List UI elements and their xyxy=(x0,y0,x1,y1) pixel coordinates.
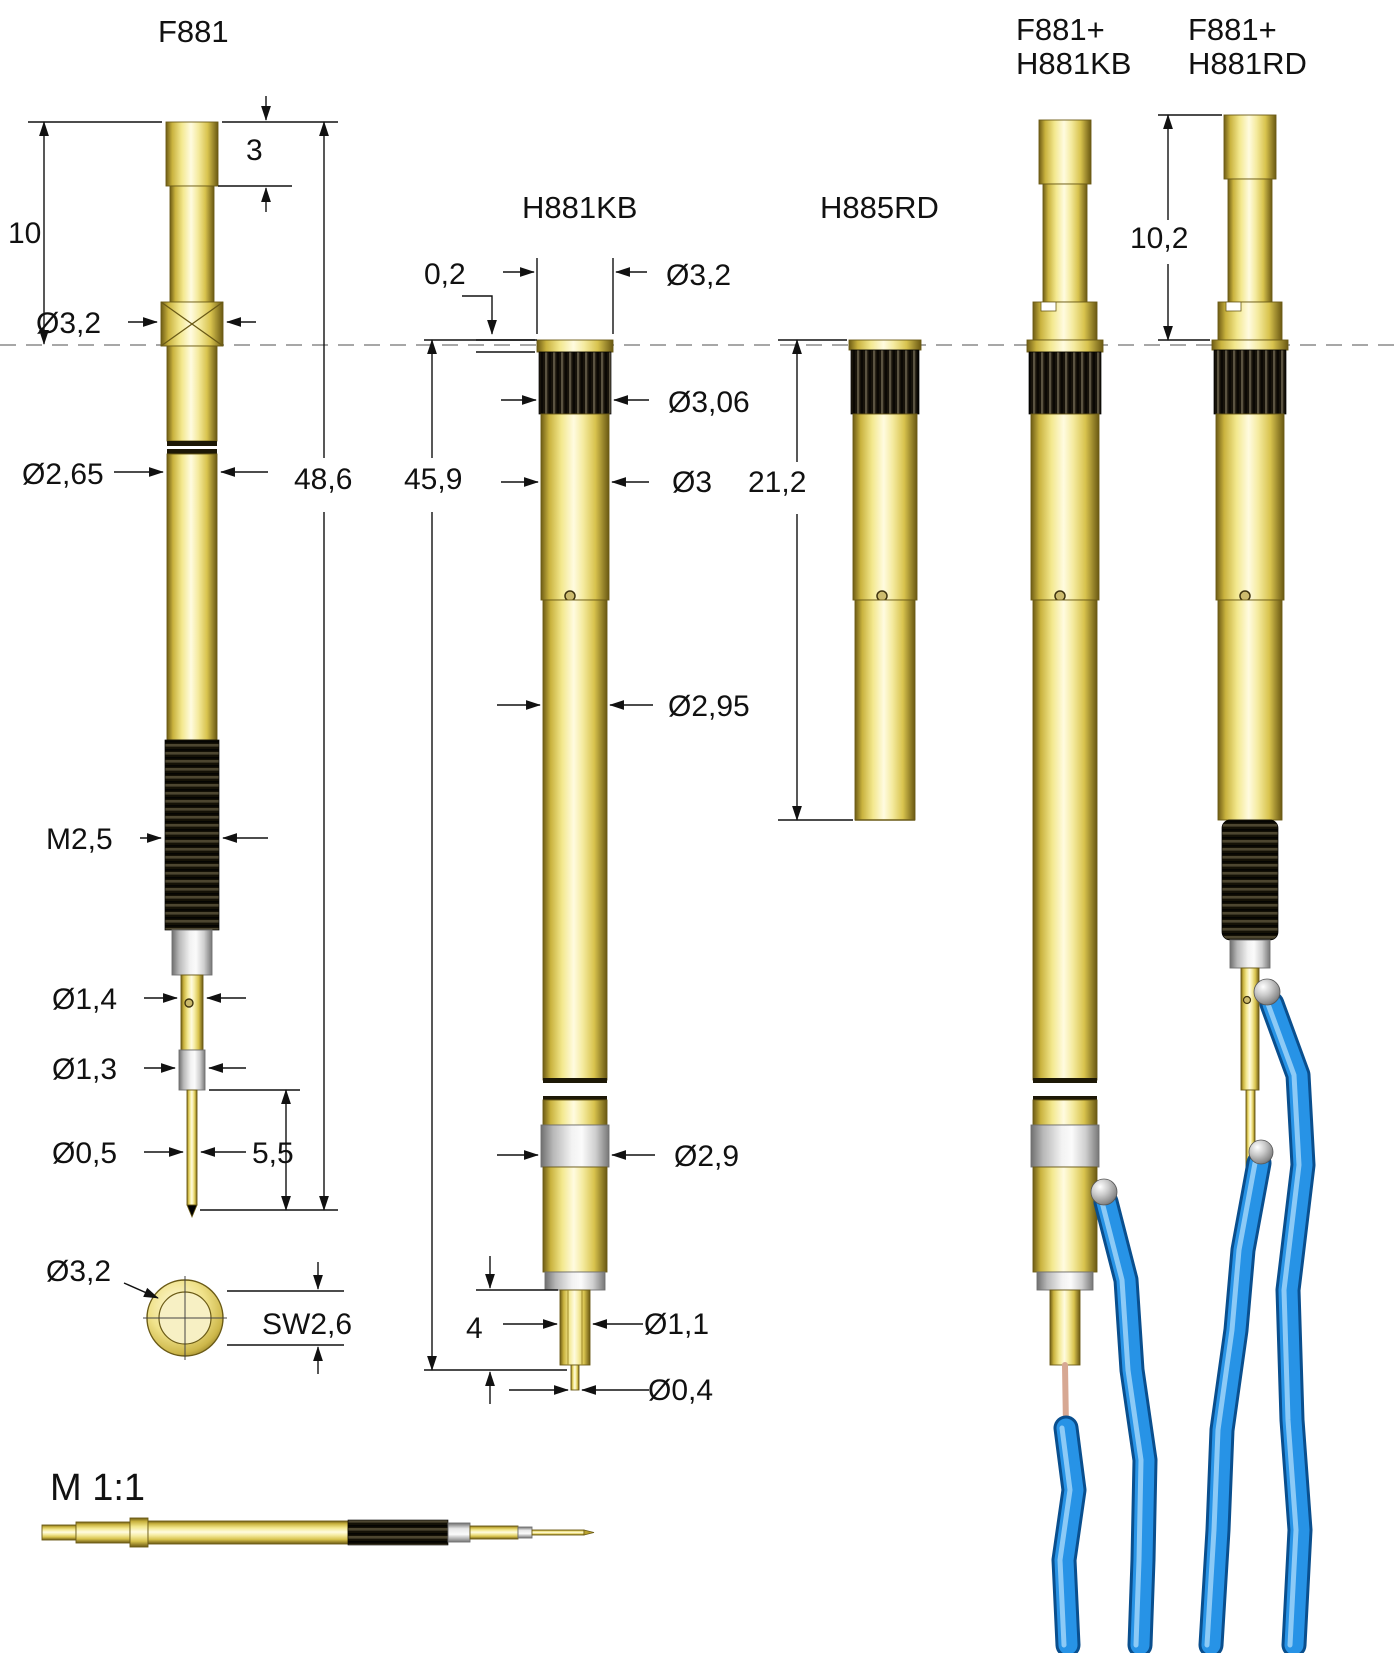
f881-ferrule-upper xyxy=(171,929,213,976)
combo-rd-dimensions: 10,2 xyxy=(1130,114,1222,341)
combo-kb-drawing xyxy=(1026,119,1158,1653)
label-combo-kb-line2: H881KB xyxy=(1016,46,1131,81)
dim-h885rd-total-len: 21,2 xyxy=(748,466,806,499)
dim-f881-dia13: Ø1,3 xyxy=(52,1053,117,1086)
dim-h881kb-sleeve-dia: Ø2,9 xyxy=(674,1140,739,1173)
dim-f881-total-len: 48,6 xyxy=(294,463,352,496)
combo-rd-bellows xyxy=(1221,819,1279,941)
f881-neck xyxy=(169,185,215,303)
h885rd-body-lower xyxy=(854,599,916,821)
dim-f881-dia14: Ø1,4 xyxy=(52,983,117,1016)
label-combo-kb-line1: F881+ xyxy=(1016,12,1105,47)
dim-h881kb-flange-height: 0,2 xyxy=(424,258,466,291)
label-h885rd: H885RD xyxy=(820,190,939,225)
h881kb-knurl xyxy=(538,351,612,415)
dim-h881kb-knurl-dia: Ø3,06 xyxy=(668,386,750,419)
dim-h881kb-total-len: 45,9 xyxy=(404,463,462,496)
dim-f881-thread: M2,5 xyxy=(46,823,113,856)
dim-f881-wrench: SW2,6 xyxy=(262,1308,352,1341)
dim-f881-head-len: 10 xyxy=(8,217,41,250)
dim-h881kb-tail-len: 4 xyxy=(466,1312,483,1345)
h881kb-dimensions: 0,2 Ø3,2 Ø3,06 Ø3 45,9 Ø2,95 Ø2,9 4 Ø1,1 xyxy=(404,258,750,1407)
h885rd-drawing xyxy=(848,339,922,821)
f881-barrel-lower xyxy=(166,453,218,741)
label-h881kb: H881KB xyxy=(522,190,637,225)
label-combo-rd-line1: F881+ xyxy=(1188,12,1277,47)
h881kb-hole xyxy=(564,590,576,602)
f881-pin xyxy=(180,974,204,1051)
h881kb-drawing xyxy=(536,339,614,1391)
dim-h881kb-lower-dia: Ø2,95 xyxy=(668,690,750,723)
h885rd-body-upper xyxy=(852,413,918,601)
dim-f881-dia05: Ø0,5 xyxy=(52,1137,117,1170)
f881-groove-ring xyxy=(167,441,217,446)
f881-drawing xyxy=(160,121,224,1219)
dim-f881-tip-len: 5,5 xyxy=(252,1137,294,1170)
combo-rd-solder-ball-1 xyxy=(1253,978,1281,1006)
dim-f881-flange-dia: Ø3,2 xyxy=(36,307,101,340)
h885rd-flange xyxy=(848,339,922,351)
h881kb-grey-sleeve xyxy=(540,1124,610,1168)
label-scale: M 1:1 xyxy=(50,1467,145,1509)
dim-f881-barrel-dia: Ø2,65 xyxy=(22,458,104,491)
f881-dimensions: 3 10 Ø3,2 Ø2,65 48,6 M2,5 Ø1,4 Ø1,3 Ø0,5… xyxy=(8,96,352,1211)
combo-kb-solder-ball xyxy=(1090,1178,1118,1206)
f881-tip-point xyxy=(186,1204,198,1219)
combo-kb-slot xyxy=(1040,301,1057,312)
combo-rd-solder-ball-2 xyxy=(1248,1139,1274,1165)
f881-thread-section xyxy=(164,739,220,931)
dim-h881kb-tip-dia: Ø0,4 xyxy=(648,1374,713,1407)
h885rd-knurl xyxy=(850,349,920,415)
dim-h881kb-tail-dia: Ø1,1 xyxy=(644,1308,709,1341)
dim-f881-endview-dia: Ø3,2 xyxy=(46,1255,111,1288)
f881-end-view: Ø3,2 SW2,6 xyxy=(46,1255,352,1374)
h881kb-tail xyxy=(559,1289,591,1366)
f881-ferrule-lower xyxy=(178,1049,206,1091)
h881kb-end-cap xyxy=(544,1271,606,1291)
f881-barrel-upper xyxy=(166,345,218,442)
dim-h881kb-flange-dia: Ø3,2 xyxy=(666,259,731,292)
figure-labels: F881 H881KB H885RD F881+ H881KB F881+ H8… xyxy=(50,12,1307,1509)
label-f881: F881 xyxy=(158,14,229,49)
f881-head-tip xyxy=(165,121,219,187)
dim-h881kb-body-dia: Ø3 xyxy=(672,466,712,499)
h881kb-body-upper xyxy=(540,413,610,601)
label-combo-rd-line2: H881RD xyxy=(1188,46,1307,81)
combo-rd-drawing xyxy=(1198,114,1316,1653)
h881kb-flange xyxy=(536,339,614,353)
h885rd-dimensions: 21,2 xyxy=(748,339,853,821)
dim-f881-tip-step: 3 xyxy=(246,134,263,167)
f881-pin-hole xyxy=(184,998,194,1008)
h881kb-lower-gold xyxy=(542,1166,608,1273)
h885rd-hole xyxy=(876,590,888,602)
h881kb-body-lower xyxy=(542,599,608,1081)
dim-combo-rd-head-len: 10,2 xyxy=(1130,222,1188,255)
combo-rd-slot xyxy=(1225,301,1242,312)
actual-size-drawing xyxy=(41,1517,595,1548)
h881kb-tail-tip xyxy=(570,1364,580,1391)
f881-tip-wire xyxy=(186,1089,198,1206)
